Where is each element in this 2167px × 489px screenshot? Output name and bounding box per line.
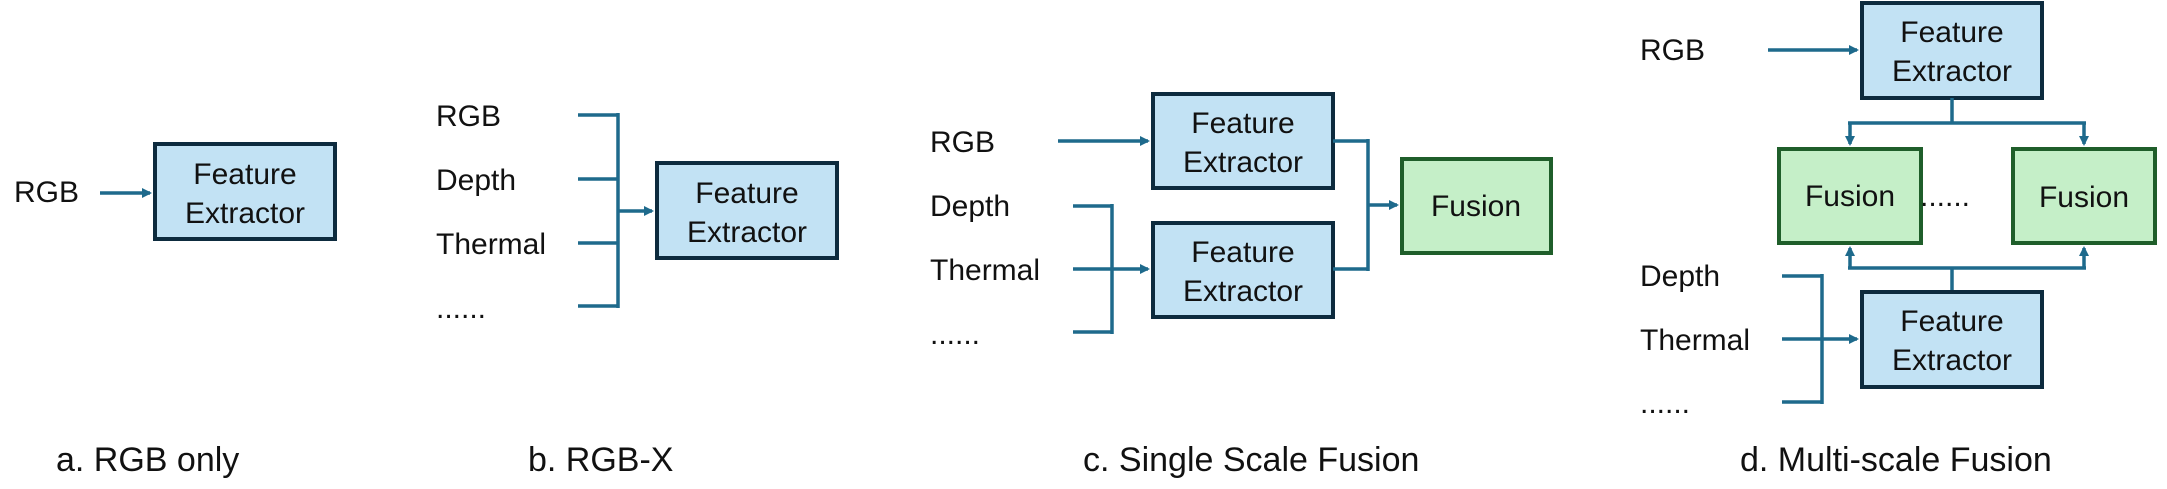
input-label-rgb: RGB: [1640, 34, 1705, 67]
caption-b: b. RGB-X: [528, 441, 673, 479]
feature-extractor-box-bottom: Feature Extractor: [1151, 221, 1335, 319]
box-label-line1: Feature: [695, 177, 798, 210]
input-label-depth: Depth: [930, 190, 1010, 223]
input-label-rgb: RGB: [436, 100, 501, 133]
input-label-depth: Depth: [436, 164, 516, 197]
input-label-ellipsis: ......: [1640, 387, 1690, 420]
input-label-rgb: RGB: [14, 176, 79, 209]
bottom-split-wires: [1848, 266, 2086, 292]
input-label-ellipsis: ......: [436, 292, 486, 325]
input-label-ellipsis: ......: [930, 318, 980, 351]
fusion-box-right: Fusion: [2011, 147, 2157, 245]
feature-extractor-box-top: Feature Extractor: [1151, 92, 1335, 190]
box-label-line2: Extractor: [185, 197, 305, 230]
fusion-box-left: Fusion: [1777, 147, 1923, 245]
feature-extractor-box: Feature Extractor: [153, 142, 337, 241]
box-label-line1: Feature: [1900, 305, 2003, 338]
feature-extractor-box-top: Feature Extractor: [1860, 1, 2044, 100]
input-label-thermal: Thermal: [1640, 324, 1750, 357]
box-label-line2: Extractor: [1183, 275, 1303, 308]
box-label-line1: Feature: [1191, 236, 1294, 269]
input-label-thermal: Thermal: [930, 254, 1040, 287]
input-bracket: [1782, 274, 1824, 404]
box-label-line2: Extractor: [1892, 344, 2012, 377]
box-label-line2: Extractor: [1892, 55, 2012, 88]
top-split-wires: [1848, 98, 2086, 125]
box-label-line2: Extractor: [1183, 146, 1303, 179]
input-bracket: [578, 113, 620, 308]
fusion-connector: [1333, 139, 1370, 271]
box-label-line1: Feature: [1900, 16, 2003, 49]
box-label-line1: Feature: [193, 158, 296, 191]
fusion-label: Fusion: [2039, 181, 2129, 214]
caption-d: d. Multi-scale Fusion: [1740, 441, 2052, 479]
feature-extractor-box: Feature Extractor: [655, 161, 839, 260]
panel-a: RGB Feature Extractor a. RGB only: [14, 142, 337, 479]
input-bracket: [1073, 204, 1114, 334]
input-label-rgb: RGB: [930, 126, 995, 159]
fusion-label: Fusion: [1805, 180, 1895, 213]
input-label-thermal: Thermal: [436, 228, 546, 261]
box-label-line1: Feature: [1191, 107, 1294, 140]
caption-c: c. Single Scale Fusion: [1083, 441, 1419, 479]
box-label-line2: Extractor: [687, 216, 807, 249]
input-label-depth: Depth: [1640, 260, 1720, 293]
feature-extractor-box-bottom: Feature Extractor: [1860, 290, 2044, 389]
panel-b: RGB Depth Thermal ...... Feature Extract…: [436, 100, 839, 479]
fusion-ellipsis: ......: [1920, 180, 1970, 213]
caption-a: a. RGB only: [56, 441, 239, 479]
fusion-box: Fusion: [1400, 157, 1553, 255]
panel-c: RGB Feature Extractor Depth Thermal ....…: [930, 92, 1553, 479]
panel-d: RGB Feature Extractor Fusion ...... Fusi…: [1640, 1, 2157, 479]
fusion-label: Fusion: [1431, 190, 1521, 223]
